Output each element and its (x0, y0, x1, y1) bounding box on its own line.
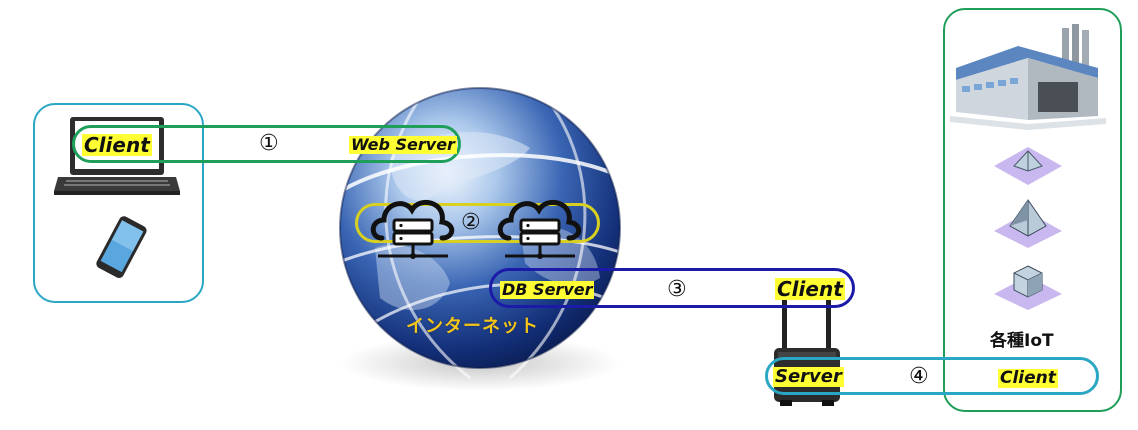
link-4-number: ④ (909, 364, 929, 389)
link-3-left-label: DB Server (500, 280, 595, 299)
internet-label: インターネット (406, 316, 539, 337)
link-4-left-label: Server (773, 366, 844, 387)
iot-device-icon (994, 199, 1062, 248)
link-2-border (355, 203, 600, 243)
link-3-right-label: Client (775, 277, 845, 301)
cloud-server-icon (497, 199, 582, 259)
link-1-right-label: Web Server (349, 135, 457, 154)
link-4-border (765, 357, 1099, 395)
factory-icon (950, 24, 1106, 130)
iot-label: 各種IoT (990, 331, 1054, 351)
client-devices-group (33, 103, 204, 303)
link-2-number: ② (461, 210, 481, 235)
smartphone-icon (96, 216, 147, 279)
link-1-left-label: Client (82, 133, 152, 157)
link-3-border (489, 268, 855, 308)
iot-group (943, 8, 1122, 412)
link-4-right-label: Client (998, 368, 1058, 388)
cloud-server-icon (370, 199, 455, 259)
iot-device-icon (994, 265, 1062, 310)
link-1-number: ① (259, 131, 279, 156)
iot-device-icon (994, 147, 1062, 185)
link-1-border (72, 125, 461, 163)
link-3-number: ③ (667, 277, 687, 302)
